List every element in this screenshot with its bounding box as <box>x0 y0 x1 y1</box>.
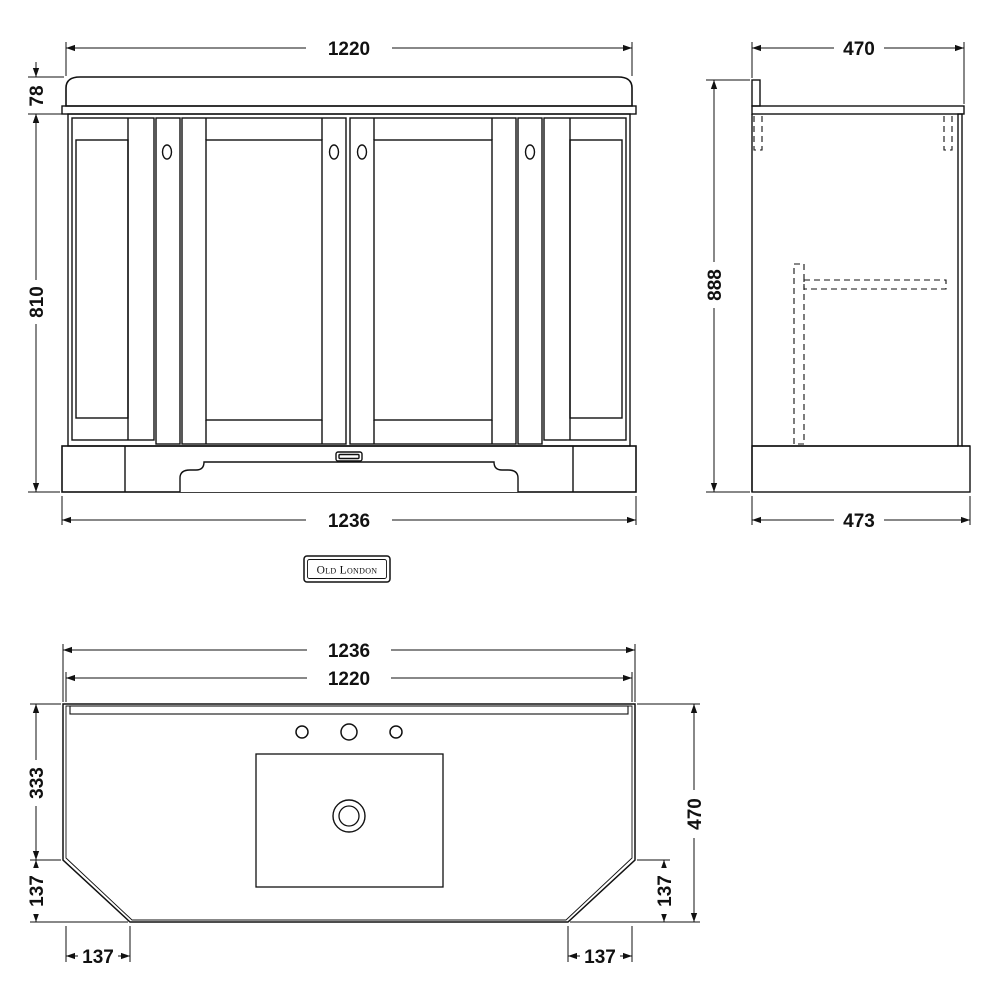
side-plinth <box>751 445 971 493</box>
front-height-body-label: 810 <box>27 286 48 318</box>
front-view <box>61 76 637 493</box>
side-hidden-bracket-right <box>943 113 953 151</box>
top-depth-sink-label: 333 <box>27 767 48 799</box>
front-width-top-label: 1220 <box>328 39 370 60</box>
door-knob-icon <box>328 144 340 160</box>
top-width-inner-label: 1220 <box>328 669 370 690</box>
plinth-badge-icon <box>335 451 363 462</box>
top-depth-total-label: 470 <box>685 798 706 830</box>
tap-hole-right-icon <box>389 725 403 739</box>
side-countertop <box>751 105 965 115</box>
side-hidden-shelf <box>803 279 947 290</box>
front-door-1 <box>155 117 181 445</box>
sink-basin <box>255 753 444 888</box>
door-knob-icon <box>161 144 173 160</box>
top-dimensions <box>30 644 700 962</box>
door-knob-icon <box>524 144 536 160</box>
top-chamfer-left-depth-label: 137 <box>27 875 48 907</box>
old-london-logo: Old London <box>303 555 391 583</box>
logo-text: Old London <box>317 565 378 577</box>
side-hidden-bracket-left <box>753 113 763 151</box>
top-chamfer-right-depth-label: 137 <box>655 875 676 907</box>
door-knob-icon <box>356 144 368 160</box>
sink-waste-icon <box>332 799 366 833</box>
side-depth-base-label: 473 <box>843 511 875 532</box>
front-height-top-label: 78 <box>27 85 48 106</box>
side-hidden-shelf-leg <box>793 263 805 445</box>
top-outline <box>62 703 636 923</box>
side-depth-top-label: 470 <box>843 39 875 60</box>
top-upstand <box>69 705 629 715</box>
top-width-outer-label: 1236 <box>328 641 370 662</box>
tap-hole-centre-icon <box>340 723 358 741</box>
top-inner-outline <box>65 705 633 921</box>
front-door-3 <box>349 117 517 445</box>
front-door-2 <box>181 117 347 445</box>
front-cabinet-body <box>67 113 631 447</box>
front-countertop-lip <box>61 105 637 115</box>
top-chamfer-right-width-label: 137 <box>584 947 616 968</box>
side-view <box>751 79 971 493</box>
front-plinth-cutout <box>179 461 519 492</box>
top-chamfer-left-width-label: 137 <box>82 947 114 968</box>
front-door-4 <box>517 117 543 445</box>
side-cabinet-body <box>957 113 963 447</box>
front-width-base-label: 1236 <box>328 511 370 532</box>
side-upstand <box>751 79 761 107</box>
front-countertop <box>65 76 633 107</box>
side-height-total-label: 888 <box>705 269 726 301</box>
tap-hole-left-icon <box>295 725 309 739</box>
top-view <box>62 703 636 923</box>
